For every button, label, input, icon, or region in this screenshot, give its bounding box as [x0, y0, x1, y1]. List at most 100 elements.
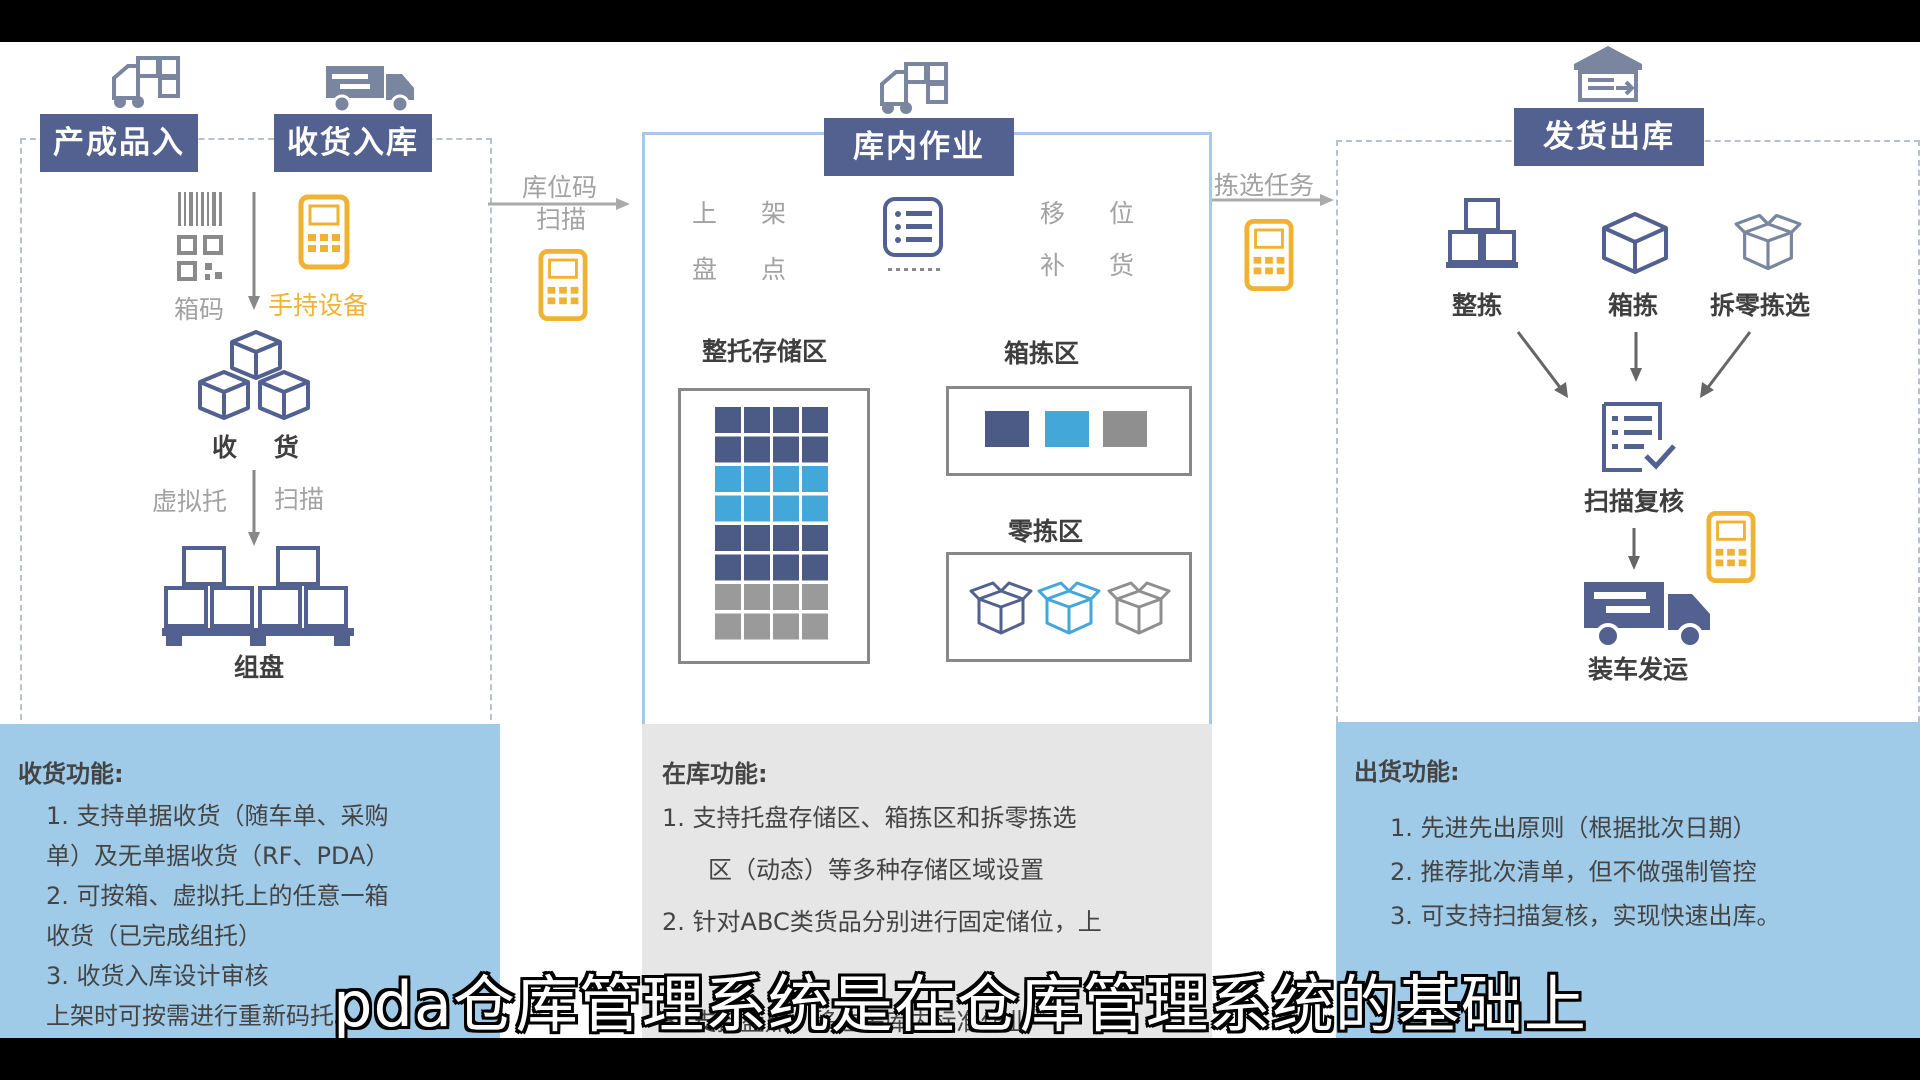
box-stack-icon: [1446, 198, 1518, 268]
storage-cell: [715, 554, 741, 581]
truck-icon: [326, 66, 414, 114]
storage-cell: [715, 584, 741, 610]
load-ship-label: 装车发运: [1588, 655, 1689, 684]
forklift-icon: [112, 56, 180, 108]
receiving-line: 收货（已完成组托）: [46, 922, 262, 950]
storage-cell: [773, 466, 799, 492]
storage-cell: [773, 613, 799, 640]
storage-cell: [802, 466, 828, 492]
receiving-line: 2. 可按箱、虚拟托上的任意一箱: [46, 882, 389, 910]
open-box-icon: [1734, 213, 1802, 271]
storage-cell: [802, 436, 828, 463]
box-code-label: 箱码: [174, 295, 225, 324]
shipping-line: 1. 先进先出原则（根据批次日期）: [1390, 814, 1757, 842]
diagram-canvas: 产成品入库 收货入库 箱码 手持设备 收 货: [0, 42, 1920, 1038]
handheld-device-icon: [1244, 218, 1294, 292]
arrow-icon: [1628, 528, 1640, 570]
storage-line: 1. 支持托盘存储区、箱拣区和拆零拣选: [662, 804, 1077, 832]
barcode-icon: [178, 192, 222, 226]
palletize-label: 组盘: [234, 653, 285, 682]
storage-cell: [715, 407, 741, 433]
storage-cell: [744, 436, 770, 463]
shipping-line: 3. 可支持扫描复核，实现快速出库。: [1390, 902, 1781, 930]
handheld-device-icon: [298, 194, 350, 270]
storage-cell: [802, 525, 828, 551]
storage-cell: [802, 407, 828, 433]
arrow-icon: [1212, 194, 1334, 206]
storage-line: 3. 支持盘点、移位等库内标准作业: [662, 1008, 1029, 1036]
dark-blue-swatch: [985, 411, 1029, 447]
receiving-line: 3. 收货入库设计审核: [46, 962, 269, 990]
case-pick-label: 箱拣: [1608, 291, 1659, 320]
piece-pick-zone-title: 零拣区: [1008, 517, 1084, 546]
handheld-label: 手持设备: [268, 291, 369, 320]
scan-review-label: 扫描复核: [1584, 487, 1685, 516]
arrow-icon: [1630, 332, 1642, 382]
piece-pick-label: 拆零拣选: [1710, 291, 1811, 320]
storage-cell: [715, 466, 741, 492]
receiving-line: 单）及无单据收货（RF、PDA）: [46, 842, 390, 870]
arrow-icon: [1516, 331, 1568, 398]
list-icon: [883, 197, 943, 271]
storage-cell: [715, 613, 741, 640]
storage-cell: [715, 436, 741, 463]
tab-receiving-in: 收货入库: [274, 114, 432, 172]
storage-cell: [715, 495, 741, 522]
qr-code-icon: [177, 235, 223, 281]
handheld-device-icon: [538, 248, 588, 322]
receiving-functions-panel: 收货功能: 1. 支持单据收货（随车单、采购 单）及无单据收货（RF、PDA） …: [0, 724, 500, 1038]
shelve-label: 上 架: [692, 199, 804, 228]
receiving-line: 上架时可按需进行重新码托。: [46, 1002, 358, 1030]
count-label: 盘 点: [692, 255, 804, 284]
gray-swatch: [1103, 411, 1147, 447]
move-label: 移 位: [1040, 199, 1152, 228]
arrow-icon: [1700, 331, 1752, 398]
tab-in-warehouse-ops: 库内作业: [824, 118, 1014, 176]
storage-cell: [773, 495, 799, 522]
arrow-icon: [248, 470, 260, 546]
storage-functions-panel: 在库功能: 1. 支持托盘存储区、箱拣区和拆零拣选 区（动态）等多种存储区域设置…: [642, 724, 1212, 1038]
truck-icon: [1584, 582, 1710, 649]
case-pick-zone-title: 箱拣区: [1004, 339, 1080, 368]
storage-cell: [802, 613, 828, 640]
storage-cell: [802, 495, 828, 522]
pallet-zone-title: 整托存储区: [702, 337, 828, 366]
pallet-zone-box: [678, 388, 870, 664]
pallet-grid: [715, 407, 828, 640]
storage-cell: [744, 466, 770, 492]
pick-task-label: 拣选任务: [1214, 171, 1315, 200]
warehouse-icon: [1574, 46, 1642, 102]
storage-line: 区（动态）等多种存储区域设置: [708, 856, 1044, 884]
case-pick-zone-box: [946, 386, 1192, 476]
box-stack-icon: [198, 330, 310, 420]
shipping-functions-title: 出货功能:: [1354, 758, 1460, 786]
forklift-icon: [880, 62, 948, 114]
arrow-icon: [248, 192, 260, 310]
storage-cell: [744, 525, 770, 551]
tab-finished-goods-in: 产成品入库: [40, 114, 198, 219]
storage-cell: [773, 436, 799, 463]
storage-line: 2. 针对ABC类货品分别进行固定储位，上: [662, 908, 1102, 936]
handheld-device-icon: [1706, 510, 1756, 584]
checklist-icon: [1602, 402, 1676, 472]
receive-label: 收 货: [212, 433, 313, 462]
open-box-icon: [1107, 581, 1171, 635]
full-pick-label: 整拣: [1452, 291, 1503, 320]
scan-label: 扫描: [274, 485, 325, 514]
storage-cell: [773, 554, 799, 581]
arrow-icon: [488, 198, 630, 210]
receiving-functions-title: 收货功能:: [18, 760, 124, 788]
location-scan-label: 扫描: [536, 205, 587, 234]
storage-cell: [744, 407, 770, 433]
storage-cell: [744, 613, 770, 640]
storage-cell: [802, 584, 828, 610]
storage-cell: [802, 554, 828, 581]
shipping-line: 2. 推荐批次清单，但不做强制管控: [1390, 858, 1757, 886]
storage-cell: [773, 407, 799, 433]
storage-cell: [744, 584, 770, 610]
piece-pick-zone-box: [946, 552, 1192, 662]
box-icon: [1602, 212, 1668, 274]
tab-shipping-out: 发货出库: [1514, 108, 1704, 166]
virtual-pallet-label: 虚拟托: [152, 487, 228, 516]
storage-cell: [744, 495, 770, 522]
